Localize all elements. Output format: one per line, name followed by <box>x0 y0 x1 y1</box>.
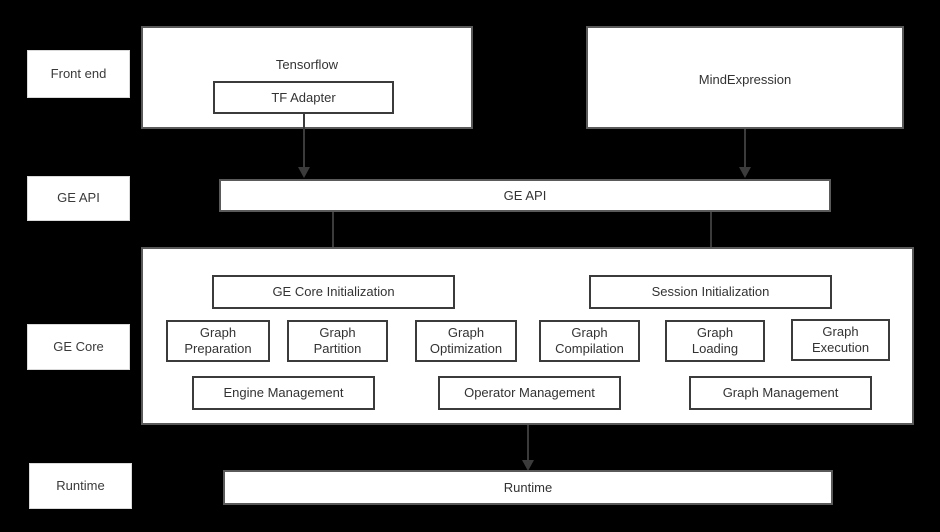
connector-ge-api-session-init-line <box>710 212 712 264</box>
connector-tf-adapter-line <box>303 113 305 169</box>
connector-mindexpression-arrowhead <box>739 167 751 178</box>
module-graph-optimization: Graph Optimization <box>415 320 517 362</box>
connector-ge-core-runtime-line <box>527 425 529 462</box>
lane-label-ge-core: GE Core <box>27 324 130 370</box>
module-graph-compilation: Graph Compilation <box>539 320 640 362</box>
lane-label-runtime: Runtime <box>29 463 132 509</box>
tensorflow-title: Tensorflow <box>275 57 339 72</box>
management-graph: Graph Management <box>689 376 872 410</box>
connector-tf-adapter-arrowhead <box>298 167 310 178</box>
management-engine: Engine Management <box>192 376 375 410</box>
lane-label-ge-api: GE API <box>27 176 130 221</box>
module-graph-loading: Graph Loading <box>665 320 765 362</box>
connector-ge-core-runtime-arrowhead <box>522 460 534 471</box>
lane-label-front-end: Front end <box>27 50 130 98</box>
runtime-box: Runtime <box>223 470 833 505</box>
ge-api-box: GE API <box>219 179 831 212</box>
mindexpression-title: MindExpression <box>698 72 792 87</box>
connector-ge-api-core-init-line <box>332 212 334 264</box>
module-graph-partition: Graph Partition <box>287 320 388 362</box>
module-graph-execution: Graph Execution <box>791 319 890 361</box>
ge-core-initialization-box: GE Core Initialization <box>212 275 455 309</box>
module-graph-preparation: Graph Preparation <box>166 320 270 362</box>
connector-mindexpression-line <box>744 129 746 169</box>
session-initialization-box: Session Initialization <box>589 275 832 309</box>
management-operator: Operator Management <box>438 376 621 410</box>
tf-adapter-box: TF Adapter <box>213 81 394 114</box>
frontend-mindexpression-container: MindExpression <box>586 26 904 129</box>
